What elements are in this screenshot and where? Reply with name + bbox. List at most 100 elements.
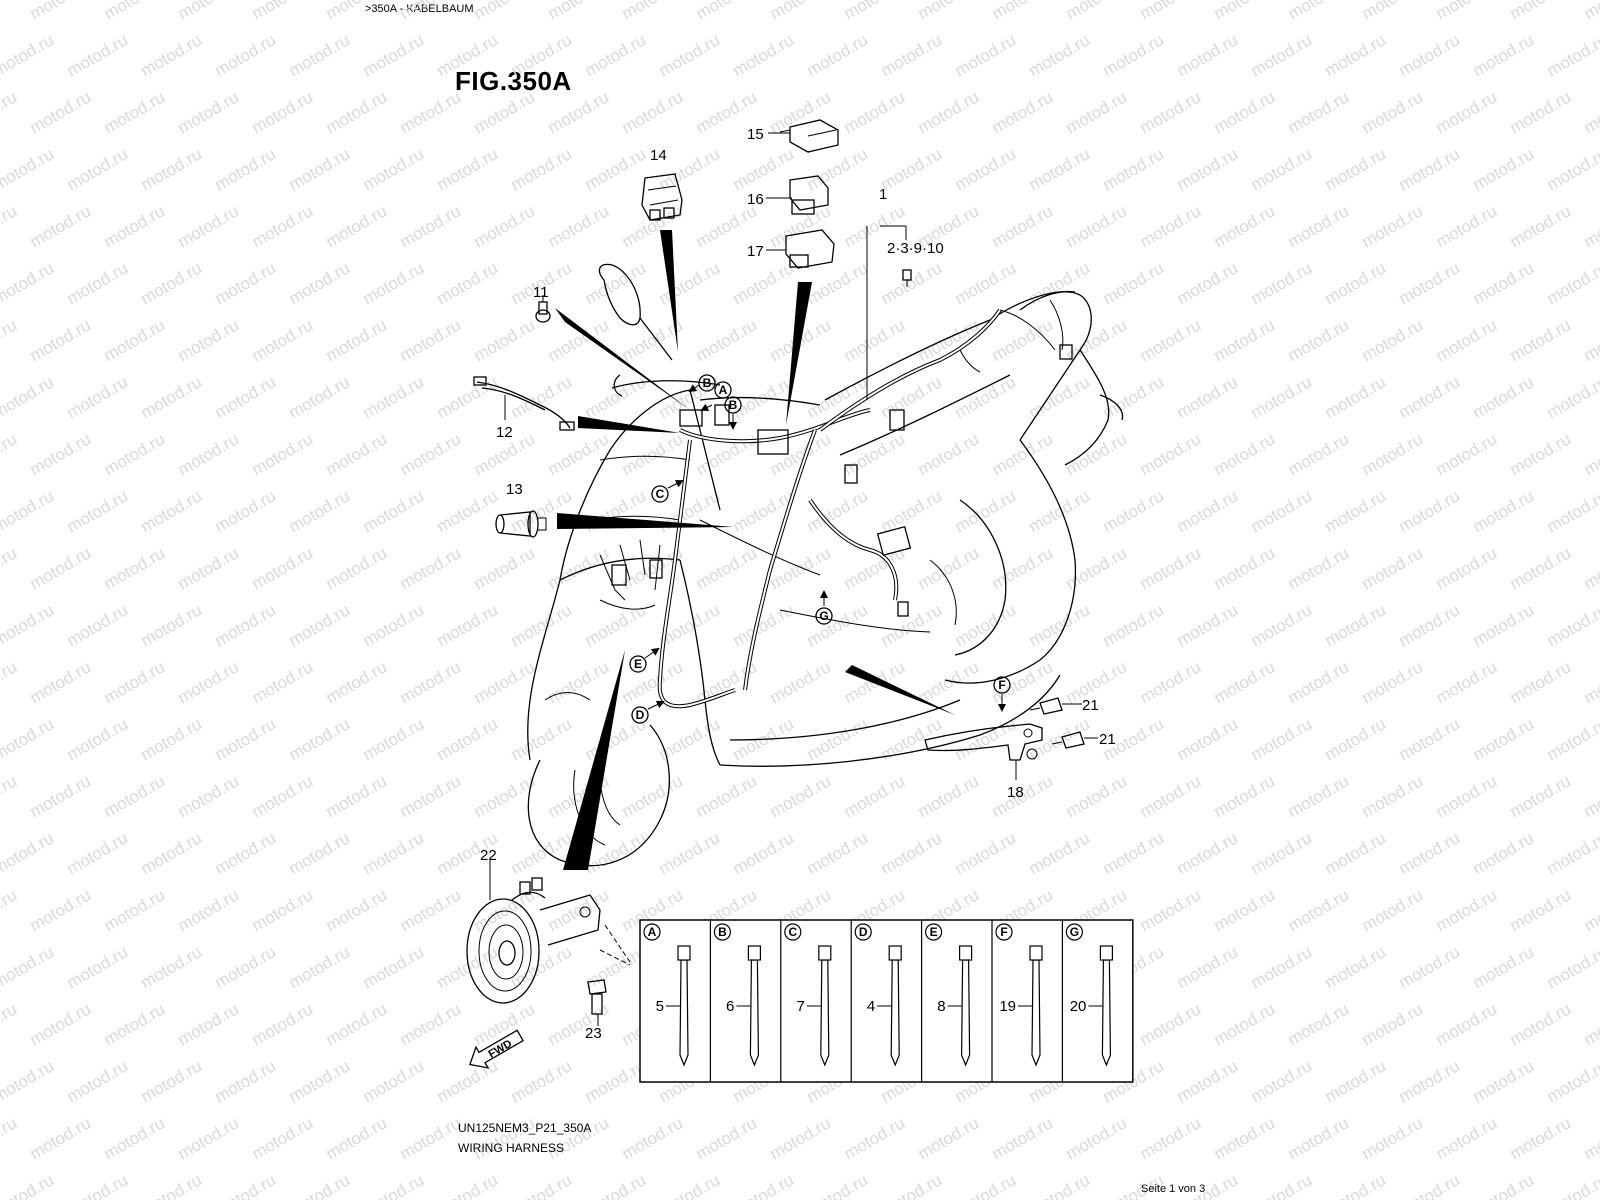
- watermark-text: motod.ru: [138, 828, 206, 878]
- clamp-letter: E: [930, 925, 938, 939]
- watermark-text: motod.ru: [286, 372, 354, 422]
- watermark-text: motod.ru: [286, 258, 354, 308]
- watermark-text: motod.ru: [582, 486, 650, 536]
- watermark-text: motod.ru: [471, 771, 539, 821]
- watermark-text: motod.ru: [1137, 1113, 1205, 1163]
- watermark-text: motod.ru: [323, 885, 391, 935]
- watermark-text: motod.ru: [1507, 543, 1575, 593]
- watermark-text: motod.ru: [434, 486, 502, 536]
- watermark-text: motod.ru: [0, 429, 20, 479]
- watermark-text: motod.ru: [249, 657, 317, 707]
- part-22-horn: [466, 860, 601, 1004]
- part-13-socket: [495, 510, 547, 538]
- clamp-cell: G20: [1061, 920, 1114, 1082]
- watermark-text: motod.ru: [64, 600, 132, 650]
- watermark-text: motod.ru: [952, 30, 1020, 80]
- watermark-text: motod.ru: [1470, 714, 1538, 764]
- watermark-text: motod.ru: [1137, 999, 1205, 1049]
- clamp-icon: [749, 959, 760, 1067]
- watermark-text: motod.ru: [1174, 372, 1242, 422]
- clamp-head: [677, 945, 691, 961]
- watermark-text: motod.ru: [1026, 258, 1094, 308]
- watermark-text: motod.ru: [101, 543, 169, 593]
- watermark-text: motod.ru: [1285, 87, 1353, 137]
- watermark-text: motod.ru: [434, 600, 502, 650]
- clamp-letter-circle: [784, 923, 802, 941]
- watermark-text: motod.ru: [360, 30, 428, 80]
- watermark-text: motod.ru: [101, 771, 169, 821]
- watermark-text: motod.ru: [27, 1113, 95, 1163]
- watermark-text: motod.ru: [767, 657, 835, 707]
- watermark-text: motod.ru: [27, 87, 95, 137]
- watermark-text: motod.ru: [323, 771, 391, 821]
- watermark-text: motod.ru: [767, 1113, 835, 1163]
- watermark-text: motod.ru: [952, 144, 1020, 194]
- watermark-text: motod.ru: [323, 0, 391, 23]
- watermark-text: motod.ru: [360, 714, 428, 764]
- watermark-text: motod.ru: [1285, 657, 1353, 707]
- watermark-text: motod.ru: [1285, 885, 1353, 935]
- watermark-text: motod.ru: [619, 429, 687, 479]
- watermark-text: motod.ru: [212, 600, 280, 650]
- watermark-text: motod.ru: [64, 486, 132, 536]
- watermark-text: motod.ru: [1248, 1170, 1316, 1200]
- watermark-text: motod.ru: [1544, 1170, 1600, 1200]
- watermark-text: motod.ru: [323, 543, 391, 593]
- watermark-text: motod.ru: [1174, 144, 1242, 194]
- watermark-text: motod.ru: [138, 600, 206, 650]
- watermark-text: motod.ru: [1174, 30, 1242, 80]
- label-23: 23: [585, 1025, 602, 1042]
- watermark-text: motod.ru: [27, 429, 95, 479]
- label-14: 14: [650, 147, 667, 164]
- svg-text:C: C: [656, 487, 665, 501]
- watermark-text: motod.ru: [1211, 1113, 1279, 1163]
- watermark-text: motod.ru: [249, 771, 317, 821]
- watermark-text: motod.ru: [1507, 0, 1575, 23]
- watermark-text: motod.ru: [1211, 201, 1279, 251]
- label-18: 18: [1007, 784, 1024, 801]
- watermark-text: motod.ru: [1470, 942, 1538, 992]
- watermark-text: motod.ru: [915, 543, 983, 593]
- watermark-text: motod.ru: [730, 258, 798, 308]
- watermark-text: motod.ru: [360, 828, 428, 878]
- watermark-text: motod.ru: [397, 87, 465, 137]
- watermark-text: motod.ru: [1544, 30, 1600, 80]
- watermark-text: motod.ru: [27, 771, 95, 821]
- watermark-text: motod.ru: [1174, 600, 1242, 650]
- label-21b: 21: [1099, 731, 1116, 748]
- watermark-text: motod.ru: [0, 714, 57, 764]
- watermark-text: motod.ru: [878, 1170, 946, 1200]
- watermark-text: motod.ru: [1137, 657, 1205, 707]
- watermark-text: motod.ru: [249, 315, 317, 365]
- watermark-text: motod.ru: [1100, 600, 1168, 650]
- watermark-text: motod.ru: [841, 1113, 909, 1163]
- watermark-text: motod.ru: [545, 429, 613, 479]
- watermark-text: motod.ru: [1211, 429, 1279, 479]
- watermark-text: motod.ru: [397, 201, 465, 251]
- watermark-text: motod.ru: [360, 486, 428, 536]
- watermark-text: motod.ru: [1396, 828, 1464, 878]
- watermark-text: motod.ru: [101, 429, 169, 479]
- watermark-text: motod.ru: [212, 1170, 280, 1200]
- watermark-text: motod.ru: [582, 30, 650, 80]
- watermark-text: motod.ru: [360, 1056, 428, 1106]
- watermark-text: motod.ru: [138, 30, 206, 80]
- clamp-letter: D: [859, 925, 868, 939]
- watermark-text: motod.ru: [323, 87, 391, 137]
- watermark-text: motod.ru: [1581, 87, 1600, 137]
- watermark-text: motod.ru: [1359, 771, 1427, 821]
- watermark-text: motod.ru: [1211, 87, 1279, 137]
- watermark-text: motod.ru: [1100, 144, 1168, 194]
- watermark-text: motod.ru: [1396, 1056, 1464, 1106]
- part-11-bolt: [535, 295, 551, 323]
- part-21-bolts: [1029, 697, 1098, 749]
- clamp-part-number: 19: [999, 998, 1016, 1015]
- watermark-text: motod.ru: [656, 1170, 724, 1200]
- watermark-text: motod.ru: [1544, 942, 1600, 992]
- watermark-text: motod.ru: [1100, 372, 1168, 422]
- watermark-text: motod.ru: [0, 201, 20, 251]
- watermark-text: motod.ru: [656, 828, 724, 878]
- watermark-text: motod.ru: [767, 87, 835, 137]
- watermark-text: motod.ru: [0, 1056, 57, 1106]
